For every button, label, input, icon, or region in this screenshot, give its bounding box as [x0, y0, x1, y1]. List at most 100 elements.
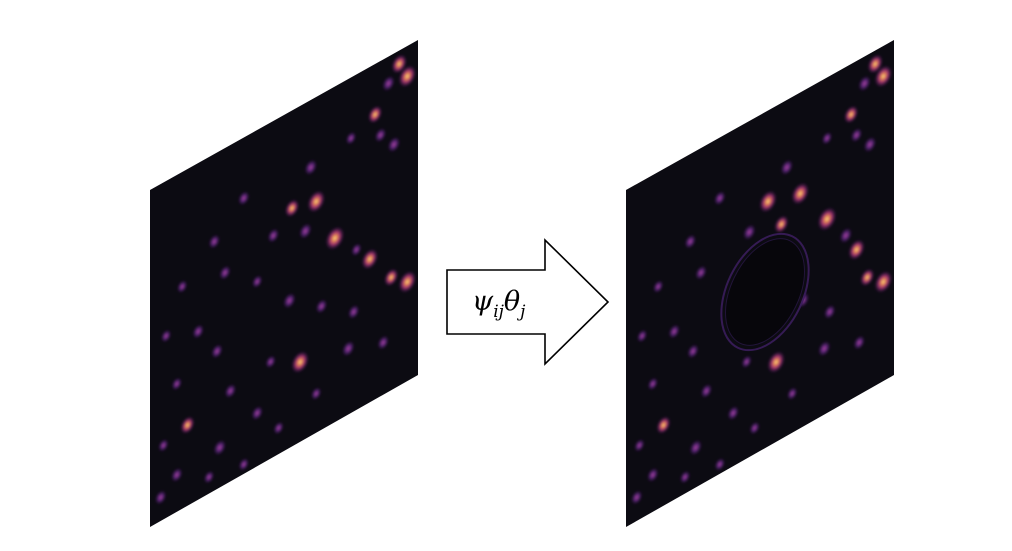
input-blob — [176, 280, 188, 294]
input-blob — [192, 324, 205, 339]
output-blob — [860, 268, 875, 287]
output-blob — [634, 438, 645, 452]
input-field-panel — [150, 40, 418, 527]
output-panel-blobs — [630, 54, 893, 505]
output-blob — [874, 65, 893, 88]
input-blob — [382, 75, 395, 92]
output-blob — [668, 324, 681, 339]
input-blob — [325, 226, 345, 250]
output-blob — [679, 470, 691, 484]
input-blob — [304, 159, 318, 176]
input-blob — [283, 292, 296, 309]
output-blob — [759, 190, 777, 213]
output-blob — [858, 75, 871, 92]
input-panel-background — [150, 40, 418, 527]
input-blob — [224, 383, 237, 399]
psi-symbol: ψ — [472, 286, 494, 317]
void-ring-inner — [725, 238, 805, 346]
output-blob — [767, 351, 785, 374]
input-blob — [384, 268, 399, 287]
output-blob — [853, 335, 866, 350]
subscript-ij: ij — [493, 302, 504, 322]
input-blob — [251, 275, 263, 289]
input-blob — [398, 65, 417, 88]
input-blob — [154, 490, 167, 505]
input-blob — [267, 228, 280, 243]
output-blob — [656, 416, 671, 434]
output-blob — [695, 265, 707, 280]
output-blob — [714, 457, 726, 471]
input-blob — [171, 377, 183, 391]
output-blob — [821, 131, 833, 145]
output-blob — [687, 344, 699, 359]
input-blob — [299, 223, 312, 240]
output-field-panel — [626, 40, 894, 527]
output-blob — [844, 105, 859, 124]
input-panel-blobs — [154, 54, 417, 505]
output-blob — [749, 421, 760, 435]
output-blob — [636, 329, 648, 343]
output-blob — [700, 383, 713, 399]
output-blob — [713, 190, 726, 206]
input-blob — [341, 340, 355, 357]
input-blob — [237, 190, 250, 206]
input-blob — [180, 416, 195, 434]
arrow-shape — [446, 238, 610, 366]
output-blob — [646, 467, 659, 483]
input-blob — [310, 387, 322, 401]
output-blob — [780, 159, 794, 176]
input-blob — [203, 470, 215, 484]
input-blob — [160, 329, 172, 343]
output-blob — [741, 355, 752, 369]
output-blob — [647, 377, 659, 391]
output-blob — [684, 234, 697, 249]
output-blob — [774, 215, 789, 234]
input-blob — [265, 355, 276, 369]
input-blob — [158, 438, 169, 452]
output-blob — [786, 387, 798, 401]
output-blob — [817, 207, 837, 231]
output-blob — [863, 136, 877, 153]
input-blob — [351, 243, 362, 257]
output-blob — [742, 224, 756, 241]
input-blob — [307, 190, 325, 213]
output-blob — [689, 439, 703, 456]
input-blob — [374, 127, 387, 143]
input-blob — [368, 105, 383, 124]
input-blob — [387, 136, 401, 153]
void-ring — [720, 232, 810, 352]
input-blob — [219, 265, 231, 280]
input-blob — [361, 248, 378, 270]
input-blob — [208, 234, 221, 249]
input-blob — [213, 439, 227, 456]
output-blob — [874, 270, 893, 293]
input-blob — [170, 467, 183, 483]
output-blob — [817, 340, 831, 357]
transform-arrow: ψijθj — [446, 238, 610, 366]
input-blob — [377, 335, 390, 350]
input-blob — [273, 421, 284, 435]
input-blob — [398, 270, 417, 293]
theta-symbol: θ — [504, 286, 520, 317]
output-blob — [791, 182, 809, 205]
output-blob — [727, 405, 740, 421]
output-blob — [839, 227, 853, 244]
output-blob — [850, 127, 863, 143]
input-blob — [285, 199, 299, 217]
input-blob — [345, 131, 357, 145]
output-blob — [823, 304, 836, 320]
output-blob — [652, 280, 664, 294]
input-blob — [211, 344, 223, 359]
input-blob — [391, 54, 407, 74]
input-blob — [347, 304, 360, 320]
output-blob — [867, 54, 883, 74]
input-blob — [238, 457, 250, 471]
output-blob — [848, 239, 865, 260]
input-blob — [315, 299, 328, 314]
input-blob — [291, 351, 309, 374]
arrow-label: ψijθj — [472, 286, 526, 322]
subscript-j: j — [516, 302, 526, 322]
input-blob — [251, 405, 264, 421]
output-blob — [630, 490, 643, 505]
